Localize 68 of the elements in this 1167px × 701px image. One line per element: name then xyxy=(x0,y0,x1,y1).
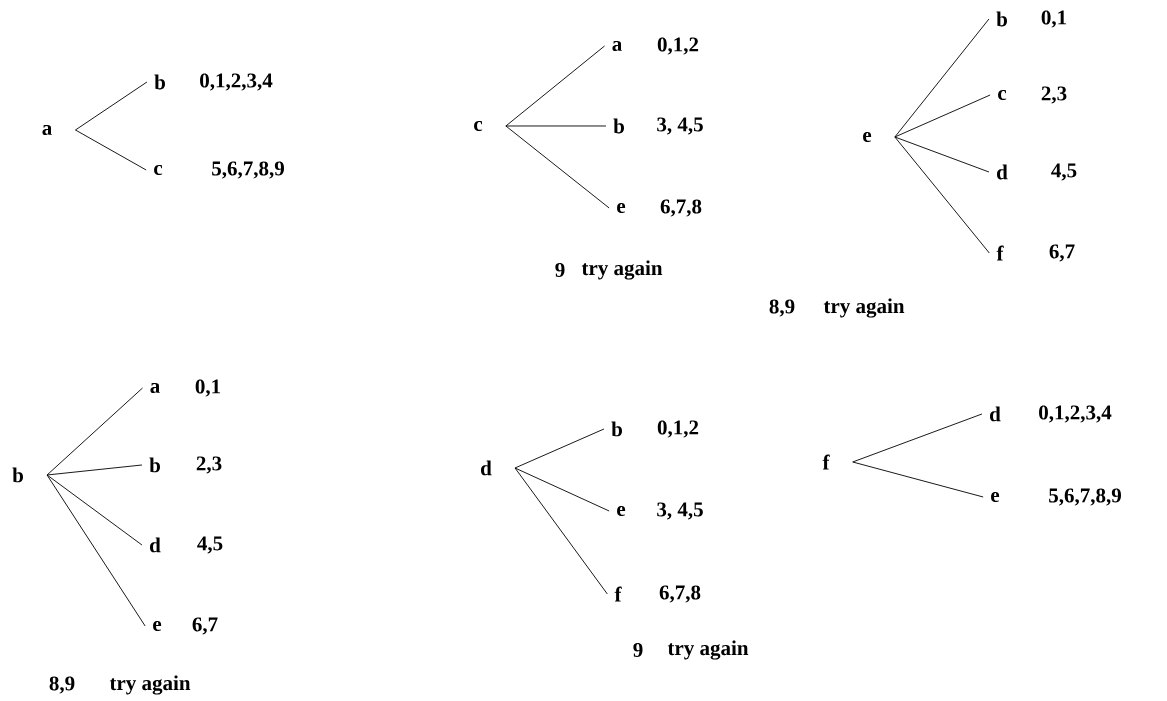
note-text: 9 xyxy=(555,262,565,278)
tree-letter: b xyxy=(996,11,1007,27)
tree-letter: a xyxy=(612,40,622,51)
branch-line xyxy=(894,136,990,173)
tree-letter: d xyxy=(150,537,161,553)
number-list: 3, 4,5 xyxy=(657,502,703,520)
tree-letter: c xyxy=(154,164,163,176)
number-list: 0,1,2,3,4 xyxy=(1039,405,1112,423)
note-text: 9 xyxy=(633,642,643,658)
note-text: try again xyxy=(823,298,905,318)
number-list: 0,1 xyxy=(1041,10,1067,28)
number-list: 0,1 xyxy=(195,379,221,397)
branch-line xyxy=(514,467,610,512)
tree-letter: a xyxy=(150,382,160,393)
number-list: 6,7,8 xyxy=(659,585,701,603)
note-text: try again xyxy=(109,675,191,695)
tree-letter: f xyxy=(996,245,1004,261)
branch-line xyxy=(46,464,143,476)
note-text: try again xyxy=(667,640,749,660)
branch-line xyxy=(514,467,608,595)
branch-line xyxy=(46,387,143,476)
number-list: 3, 4,5 xyxy=(657,117,703,135)
tree-letter: d xyxy=(990,406,1001,422)
branch-line xyxy=(505,45,605,127)
tree-letter: b xyxy=(154,74,165,90)
branch-line xyxy=(852,461,984,498)
branch-line xyxy=(75,129,147,171)
note-text: 8,9 xyxy=(49,676,75,694)
branch-line xyxy=(46,474,146,627)
number-list: 6,7 xyxy=(1049,244,1075,262)
number-list: 2,3 xyxy=(1041,86,1067,104)
number-list: 6,7,8 xyxy=(660,199,702,217)
number-list: 4,5 xyxy=(197,536,223,554)
tree-letter: e xyxy=(617,202,626,213)
tree-letter: e xyxy=(153,620,162,631)
tree-letter: c xyxy=(474,120,483,132)
tree-letter: a xyxy=(42,124,52,135)
tree-letter: e xyxy=(863,131,872,142)
number-list: 0,1,2 xyxy=(657,420,699,438)
branch-line xyxy=(514,428,605,469)
branch-line xyxy=(894,94,991,138)
note-text: try again xyxy=(581,260,663,280)
branch-line xyxy=(505,125,610,209)
branch-line xyxy=(894,136,990,254)
tree-letter: d xyxy=(481,460,492,476)
tree-letter: b xyxy=(12,467,23,483)
number-list: 0,1,2 xyxy=(657,37,699,55)
tree-letter: b xyxy=(149,457,160,473)
branch-line xyxy=(894,18,990,138)
tree-letter: c xyxy=(998,89,1007,101)
tree-letter: f xyxy=(822,454,830,470)
tree-letter: e xyxy=(617,505,626,516)
tree-letter: e xyxy=(991,491,1000,502)
number-list: 4,5 xyxy=(1051,163,1077,181)
number-list: 5,6,7,8,9 xyxy=(1049,488,1121,506)
number-list: 5,6,7,8,9 xyxy=(212,161,284,179)
note-text: 8,9 xyxy=(769,299,795,317)
tree-letter: b xyxy=(611,421,622,437)
branch-line xyxy=(46,474,143,546)
branch-line xyxy=(505,125,607,127)
branch-line xyxy=(75,81,148,131)
number-list: 2,3 xyxy=(196,456,222,474)
tree-letter: b xyxy=(613,118,624,134)
tree-letter: d xyxy=(997,164,1008,180)
tree-letter: f xyxy=(614,586,622,602)
branch-line xyxy=(852,413,983,463)
number-list: 6,7 xyxy=(192,617,218,635)
number-list: 0,1,2,3,4 xyxy=(200,73,273,91)
